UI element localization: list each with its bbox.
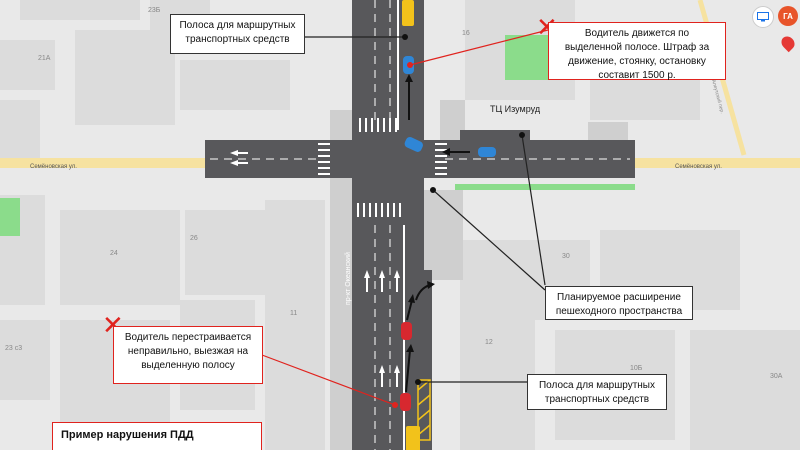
bus-south [406,426,420,450]
red-car-upper [401,322,412,340]
bus-north [402,0,414,26]
connector-lines-red [261,29,549,406]
svg-text:24: 24 [110,250,118,257]
turn-pocket [460,130,530,142]
street-label-right: Семёновская ул. [675,164,722,170]
connector-lines [305,36,546,383]
callout-violation-bottom: Водитель перестраивается неправильно, вы… [113,326,263,384]
svg-text:12: 12 [485,339,493,346]
blue-car-cross [478,147,496,157]
red-car-lower [400,393,411,411]
connector-dots-red [392,62,413,408]
svg-text:11: 11 [290,310,297,317]
callout-pedestrian-space: Планируемое расширение пешеходного прост… [545,286,693,320]
svg-text:26: 26 [190,235,198,242]
lane-lines [210,0,630,450]
monitor-icon[interactable] [752,6,774,28]
callout-bus-lane-bottom: Полоса для маршрутных транспортных средс… [527,374,667,410]
blue-car-turning [404,136,423,152]
callout-bus-lane-top: Полоса для маршрутных транспортных средс… [170,14,305,54]
avenue-label: пр-кт Океанский [344,252,352,305]
svg-text:21А: 21А [38,55,51,62]
avatar[interactable]: ГА [778,6,798,26]
svg-text:23Б: 23Б [148,7,161,14]
crosswalks [318,118,447,217]
landmark-label: ТЦ Изумруд [490,104,541,114]
caption-title: Пример нарушения ПДД [52,422,262,450]
street-label-left: Семёновская ул. [30,164,77,170]
svg-text:30: 30 [562,253,570,260]
svg-text:16: 16 [462,30,470,37]
house-numbers: 23Б 21А 16 24 26 11 12 30 10Б 30А 23 с3 [5,7,783,380]
svg-text:10Б: 10Б [630,365,643,372]
green-areas [0,35,635,236]
movement-arrowheads [405,74,450,352]
lane-arrows [230,150,400,387]
callout-violation-top: Водитель движется по выделенной полосе. … [548,22,726,81]
svg-text:30А: 30А [770,373,783,380]
connector-dots [402,34,525,385]
svg-text:23 с3: 23 с3 [5,345,22,352]
